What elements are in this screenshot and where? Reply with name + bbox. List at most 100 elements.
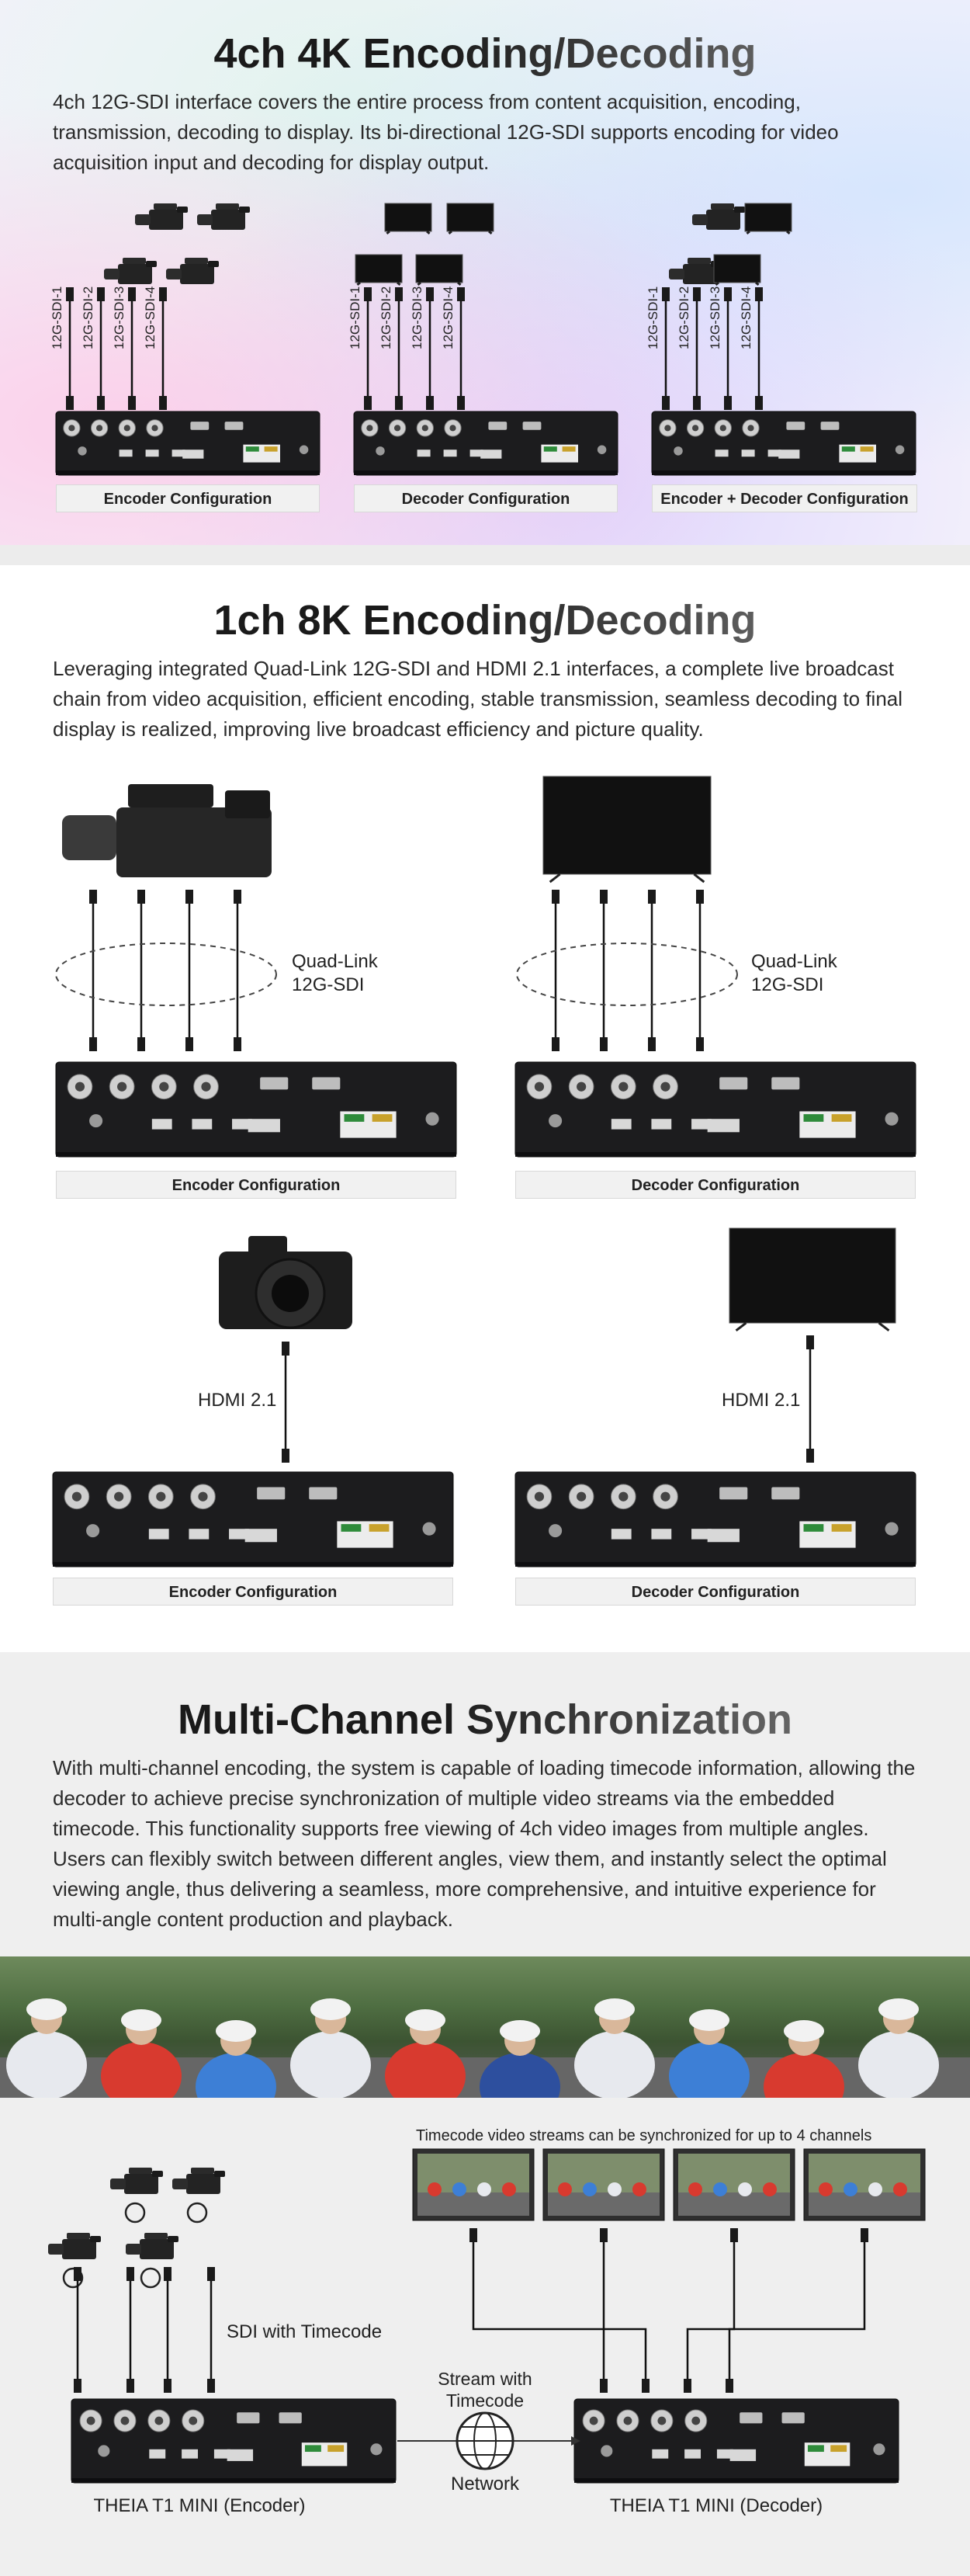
monitor-rider [763, 2182, 777, 2196]
cable-connector [185, 1037, 193, 1051]
config-caption-8k-sdi-encoder: Encoder Configuration [56, 1171, 456, 1199]
cable-connector [89, 890, 97, 904]
bnc-port-core [618, 1491, 629, 1502]
hdmi-port [740, 2412, 763, 2424]
section-sync-description: With multi-channel encoding, the system … [53, 1756, 916, 1931]
cyclist-helmet [500, 2020, 540, 2042]
camera-handle [711, 203, 734, 210]
usb-port [651, 1119, 672, 1130]
lan-led [807, 2445, 824, 2453]
monitor-screen-road [809, 2192, 920, 2216]
usb-port [417, 450, 431, 457]
hdmi-out-port [182, 450, 204, 459]
cyclist-helmet [878, 1998, 919, 2020]
cable-connector [426, 287, 434, 301]
cable-connector [159, 396, 167, 410]
monitor-leg [549, 873, 561, 884]
camera-top [248, 1236, 287, 1255]
cable-connector [755, 396, 763, 410]
cable-connector [662, 287, 670, 301]
monitor-leg [397, 281, 401, 286]
cable-connector [74, 2267, 81, 2281]
usb-port [651, 1529, 672, 1540]
lan-led [860, 446, 874, 452]
hdmi-out-port [729, 2449, 757, 2461]
timecode-monitor [412, 2148, 535, 2221]
usb-port [232, 1119, 252, 1130]
usb-port [148, 1529, 169, 1540]
cable-connector [469, 2228, 477, 2242]
camera-viewfinder [239, 207, 250, 213]
theia-device [353, 411, 618, 476]
bnc-port-core [534, 1491, 545, 1502]
lan-led [372, 1114, 393, 1122]
monitor-leg [356, 281, 361, 286]
hdmi-label-right: HDMI 2.1 [722, 1390, 801, 1411]
cable-icon [693, 287, 701, 410]
camera-handle [154, 203, 177, 210]
cable-icon [164, 2267, 171, 2393]
usb-port [469, 450, 483, 457]
cable-connector [730, 2228, 738, 2242]
camera-handle [144, 2233, 168, 2239]
monitor-leg [488, 230, 493, 235]
cable-connector [724, 287, 732, 301]
cyclist-jersey [858, 2031, 939, 2098]
monitor-screen [542, 776, 712, 875]
theia-device [514, 1471, 916, 1567]
monitor-screen [446, 203, 494, 232]
camera-icon [197, 203, 250, 230]
theia-device [514, 1061, 916, 1158]
bnc-port-core [577, 1081, 587, 1092]
sdi-cable-route [686, 2236, 736, 2393]
cyclist-helmet [594, 1998, 635, 2020]
camera-lens [126, 2244, 141, 2255]
bnc-port-core [747, 425, 754, 432]
camera-handle [191, 2168, 214, 2174]
usb-port [192, 1119, 213, 1130]
cable-connector [552, 1037, 559, 1051]
hdmi-out-port [707, 1529, 740, 1543]
camera-body [706, 210, 740, 230]
device-base [354, 470, 618, 475]
config-caption-encoder-decoder: Encoder + Decoder Configuration [652, 484, 917, 512]
section-divider [0, 545, 970, 565]
network-arrow-head [571, 2436, 580, 2446]
usb-port [652, 2449, 669, 2459]
monitor-rider [688, 2182, 702, 2196]
cable-icon [395, 287, 403, 410]
ground-terminal [873, 2443, 885, 2456]
monitor-screen [415, 254, 463, 283]
monitor-rider [502, 2182, 516, 2196]
cable-connector [755, 287, 763, 301]
device-base [515, 1562, 916, 1567]
hdmi-port [771, 1077, 800, 1090]
usb-port [119, 450, 133, 457]
cable-icon [600, 890, 608, 1051]
monitor-screen-road [417, 2192, 529, 2216]
usb-port [741, 450, 755, 457]
camera-icon [669, 258, 722, 284]
hdmi-port [237, 2412, 260, 2424]
cable-connector [861, 2228, 868, 2242]
monitor-leg [878, 1321, 890, 1331]
usb-port [145, 450, 159, 457]
bnc-port-core [660, 1081, 670, 1092]
cable-icon [696, 890, 704, 1051]
cable-connector [395, 396, 403, 410]
camera-handle [129, 2168, 152, 2174]
monitor-rider [893, 2182, 907, 2196]
monitor-leg [786, 230, 791, 235]
bnc-port-core [692, 425, 699, 432]
ground-terminal [299, 445, 309, 454]
camera-viewfinder [214, 2171, 225, 2177]
cyclists-illustration [0, 1998, 970, 2098]
camera-body [116, 807, 272, 877]
config-caption-8k-sdi-decoder: Decoder Configuration [515, 1171, 916, 1199]
camera-icon [692, 203, 745, 230]
cable-icon [457, 287, 465, 410]
usb-port [443, 450, 457, 457]
lan-led [344, 1114, 365, 1122]
bnc-port-core [719, 425, 726, 432]
usb-port [189, 1529, 210, 1540]
